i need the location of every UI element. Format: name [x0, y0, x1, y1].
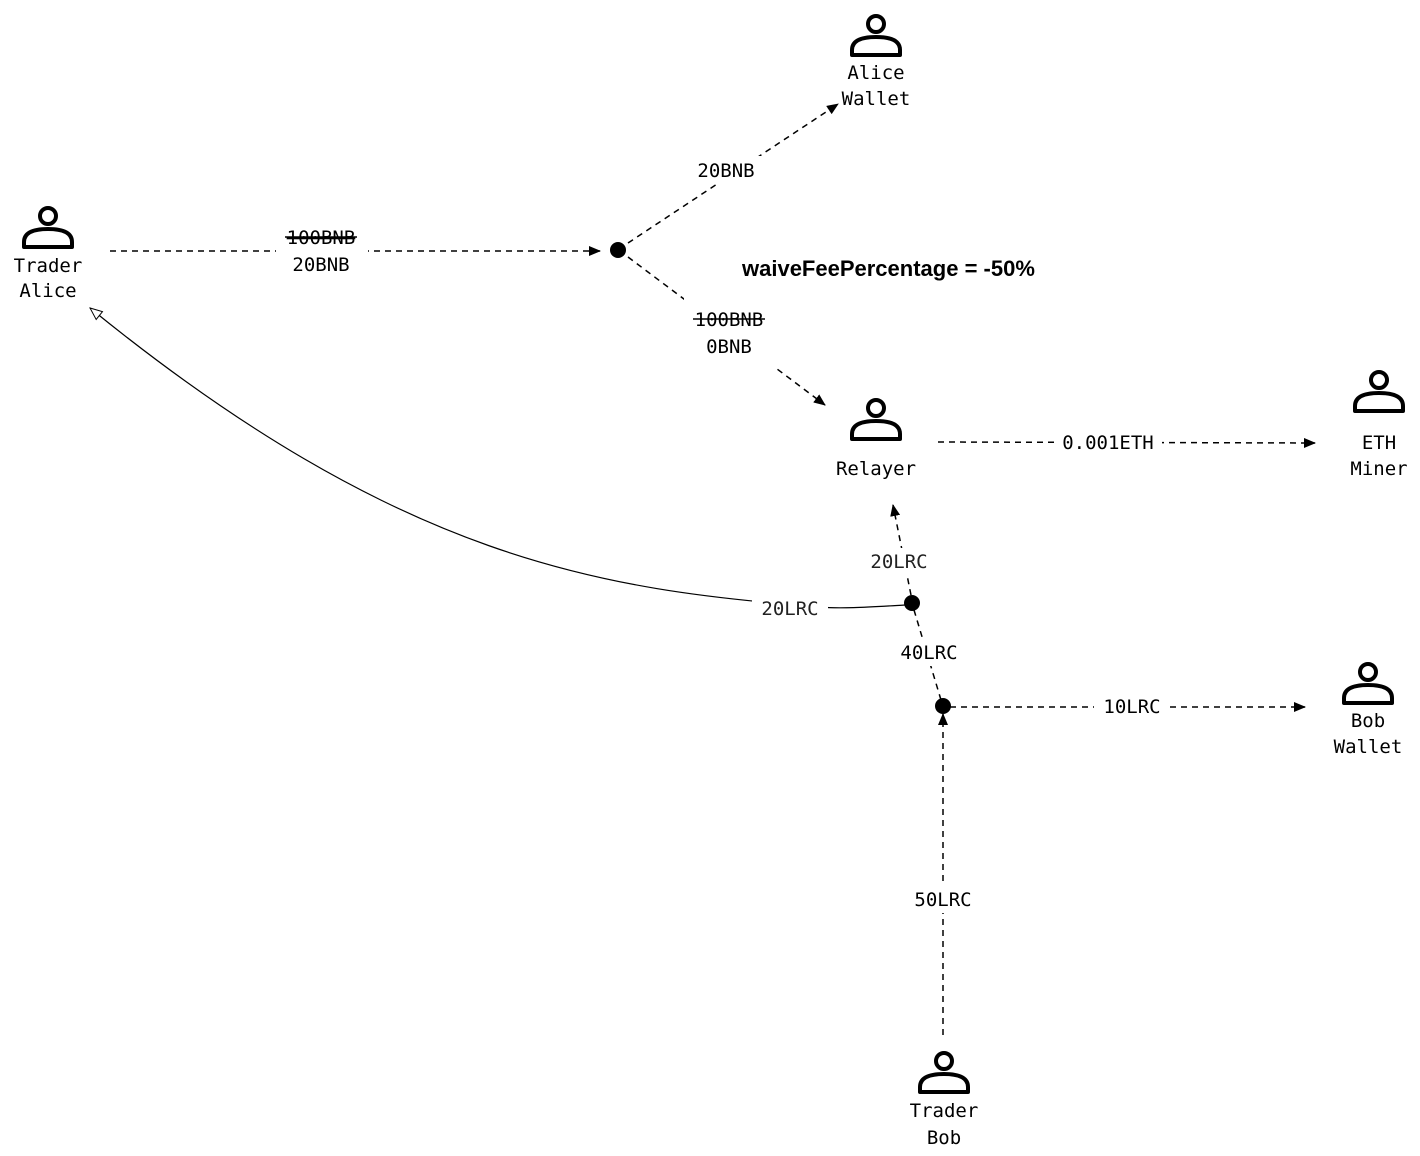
node-alice-wallet: Alice Wallet — [842, 14, 911, 110]
edge-split-to-alice-wallet: 20BNB — [627, 103, 839, 244]
edge-lrc-to-relayer: 20LRC — [866, 504, 934, 596]
person-icon — [1342, 662, 1394, 705]
node-label: Bob — [927, 1127, 961, 1149]
node-label: Wallet — [842, 88, 911, 110]
edge-lrc-to-alice: 20LRC — [90, 308, 906, 622]
node-eth-miner: ETH Miner — [1350, 370, 1408, 480]
edge-relayer-to-miner: 0.001ETH — [937, 430, 1316, 456]
node-label: Bob — [1351, 710, 1385, 732]
edge-lrc-split: 40LRC — [894, 609, 964, 701]
new-amount: 20BNB — [292, 254, 349, 276]
node-label: Alice — [19, 280, 76, 302]
edge-bob-to-split: 50LRC — [906, 713, 982, 1035]
node-label: Trader — [14, 255, 83, 277]
person-icon — [850, 398, 902, 441]
person-icon — [22, 206, 74, 249]
old-amount: 100BNB — [287, 227, 356, 249]
node-label: Relayer — [836, 458, 916, 480]
amount-label: 20LRC — [761, 598, 818, 620]
node-relayer: Relayer — [836, 398, 916, 480]
node-label: Alice — [847, 62, 904, 84]
waive-fee-note: waiveFeePercentage = -50% — [741, 256, 1035, 281]
person-icon — [1353, 370, 1405, 413]
node-bob-wallet: Bob Wallet — [1334, 662, 1403, 758]
amount-label: 20LRC — [870, 551, 927, 573]
amount-label: 0.001ETH — [1062, 432, 1154, 454]
edge-split-to-relayer: 100BNB 0BNB — [627, 256, 826, 406]
node-label: Miner — [1350, 458, 1407, 480]
person-icon — [918, 1051, 970, 1094]
node-label: Trader — [910, 1100, 979, 1122]
split-node-bnb — [610, 242, 626, 258]
amount-label: 40LRC — [900, 642, 957, 664]
edge-alice-to-split: 100BNB 20BNB — [110, 226, 601, 278]
node-trader-alice: Trader Alice — [14, 206, 83, 302]
node-trader-bob: Trader Bob — [910, 1051, 979, 1149]
amount-label: 50LRC — [914, 889, 971, 911]
split-node-lrc-lower — [935, 698, 951, 714]
person-icon — [850, 14, 902, 57]
amount-label: 10LRC — [1103, 696, 1160, 718]
old-amount: 100BNB — [695, 309, 764, 331]
split-node-lrc-upper — [904, 595, 920, 611]
new-amount: 0BNB — [706, 336, 752, 358]
edge-lrc-to-bob-wallet: 10LRC — [950, 694, 1306, 720]
amount-label: 20BNB — [697, 160, 754, 182]
node-label: Wallet — [1334, 736, 1403, 758]
node-label: ETH — [1362, 432, 1396, 454]
